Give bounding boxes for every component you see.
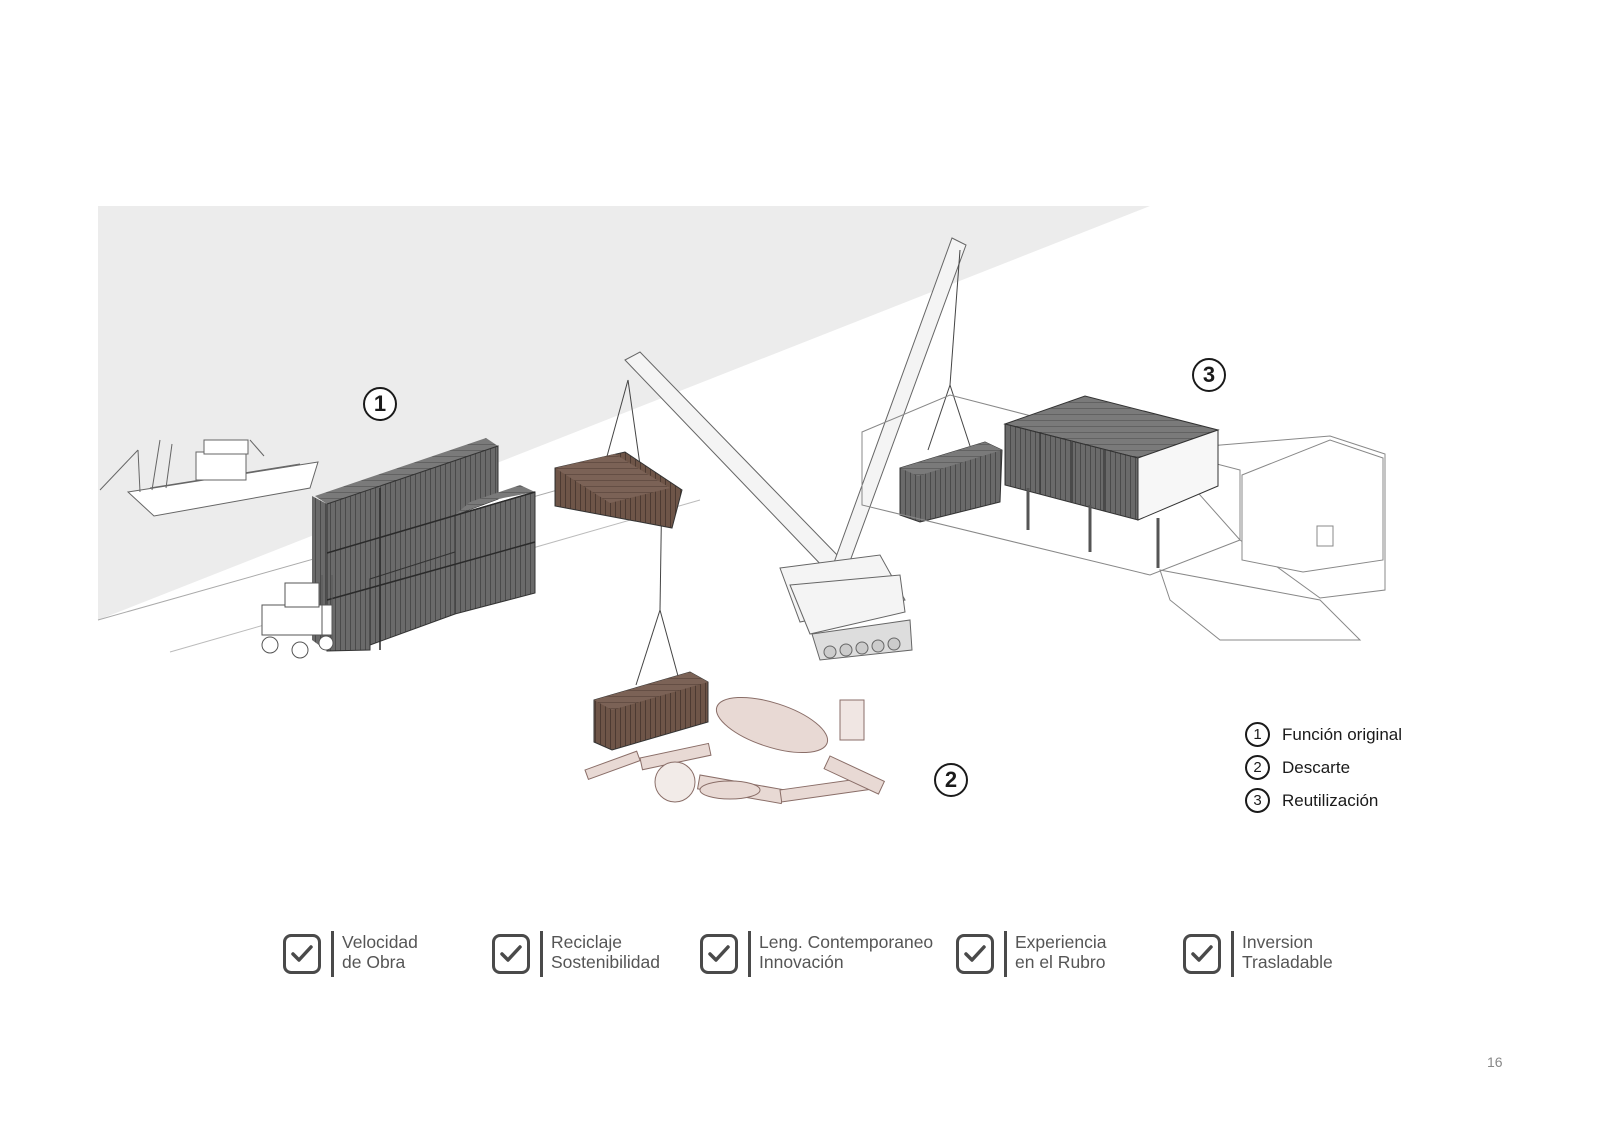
legend-item-reuse: 3 Reutilización	[1245, 784, 1402, 817]
legend-number: 1	[1245, 722, 1270, 747]
checkmark-icon	[956, 934, 994, 974]
checkmark-icon	[283, 934, 321, 974]
legend-item-original: 1 Función original	[1245, 718, 1402, 751]
divider	[1231, 931, 1234, 977]
container-discard	[594, 672, 708, 750]
forklift	[262, 575, 333, 658]
divider	[1004, 931, 1007, 977]
page-number: 16	[1487, 1054, 1503, 1070]
marker-discard: 2	[934, 763, 968, 797]
container-module-reused	[1005, 396, 1218, 568]
legend-number: 3	[1245, 788, 1270, 813]
legend-label: Descarte	[1282, 758, 1350, 778]
legend-item-discard: 2 Descarte	[1245, 751, 1402, 784]
checkmark-icon	[1183, 934, 1221, 974]
legend-label: Reutilización	[1282, 791, 1378, 811]
checkmark-icon	[700, 934, 738, 974]
legend-number: 2	[1245, 755, 1270, 780]
divider	[331, 931, 334, 977]
legend-label: Función original	[1282, 725, 1402, 745]
checkmark-icon	[492, 934, 530, 974]
backdrop-wall	[98, 206, 1150, 620]
divider	[748, 931, 751, 977]
legend: 1 Función original 2 Descarte 3 Reutiliz…	[1245, 718, 1402, 817]
marker-original-function: 1	[363, 387, 397, 421]
container-hanging-left	[555, 452, 682, 528]
container-hanging-right	[900, 442, 1002, 522]
divider	[540, 931, 543, 977]
marker-reuse: 3	[1192, 358, 1226, 392]
